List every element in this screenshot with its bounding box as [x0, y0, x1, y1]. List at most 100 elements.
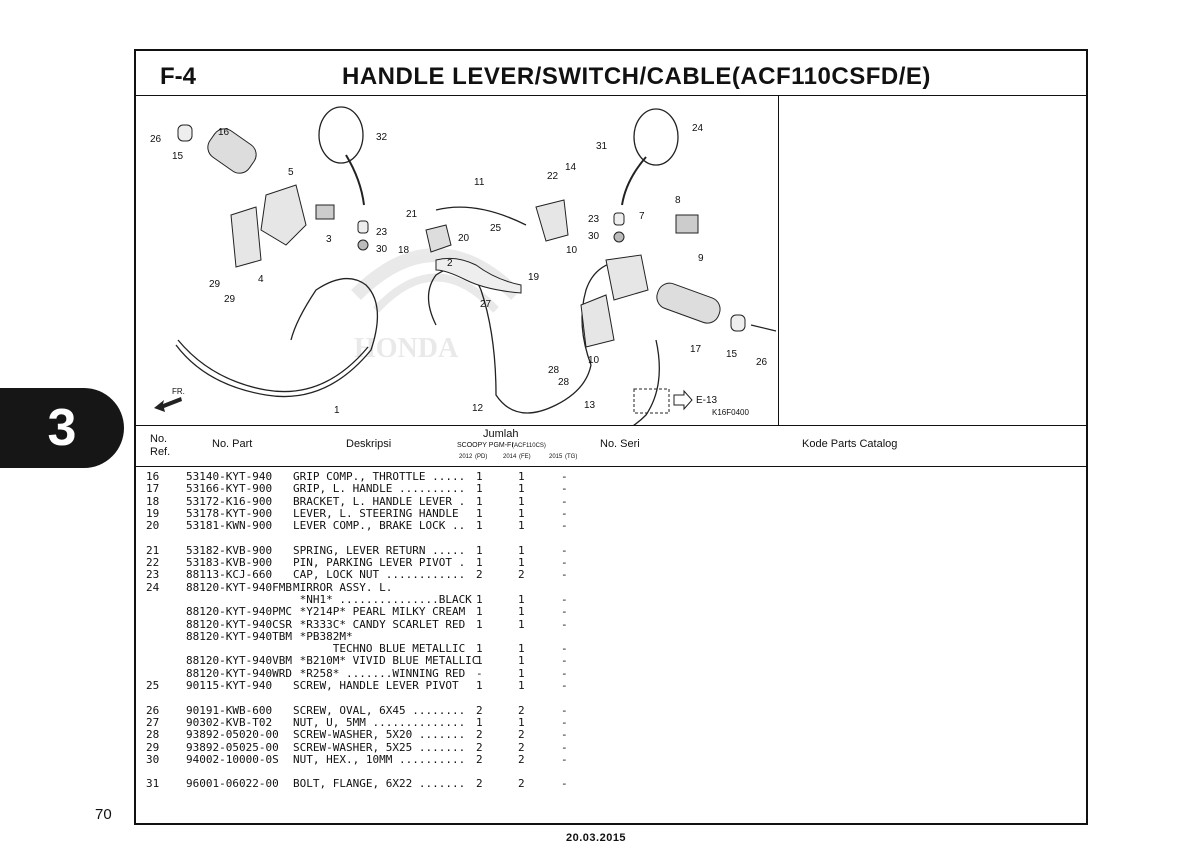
- callout: 8: [675, 195, 681, 206]
- cell-part: 88120-KYT-940PMC: [186, 605, 292, 619]
- callout: 12: [472, 403, 484, 414]
- callout: 15: [172, 151, 184, 162]
- catalog-frame: F-4 HANDLE LEVER/SWITCH/CABLE(ACF110CSFD…: [134, 49, 1088, 825]
- callout: 25: [490, 223, 502, 234]
- cell-q3: -: [561, 506, 568, 520]
- cell-q1: 1: [476, 556, 483, 570]
- callout: 28: [558, 377, 570, 388]
- col-year1-code: (PD): [475, 454, 488, 460]
- cell-q3: -: [561, 470, 568, 483]
- cell-q2: 1: [518, 715, 525, 729]
- cell-part: 93892-05025-00: [186, 740, 279, 754]
- cell-desc: BRACKET, L. HANDLE LEVER .: [293, 494, 466, 508]
- cell-part: 53183-KVB-900: [186, 556, 273, 570]
- callout: 14: [565, 162, 577, 173]
- callout: 17: [690, 344, 702, 355]
- callout-labels: 26 15 16 32 5 3 23 30 4 29 29 1 11 21 25…: [150, 123, 768, 416]
- cell-part: 93892-05020-00: [186, 728, 279, 742]
- cell-q3: -: [561, 728, 568, 742]
- callout: 9: [698, 253, 704, 264]
- callout: 22: [547, 171, 559, 182]
- cell-ref: 22: [146, 556, 160, 570]
- cell-q2: 2: [518, 752, 525, 766]
- cell-desc: *NH1* ...............BLACK: [293, 592, 472, 606]
- cell-desc: GRIP, L. HANDLE ..........: [293, 482, 466, 496]
- cell-q2: 1: [518, 506, 525, 520]
- cell-q1: -: [476, 666, 483, 680]
- col-jumlah: Jumlah: [483, 428, 519, 440]
- cell-desc: *R333C* CANDY SCARLET RED: [293, 617, 466, 631]
- callout: 30: [588, 231, 600, 242]
- cell-q3: -: [561, 494, 568, 508]
- col-year1: 2012: [459, 454, 473, 460]
- cell-part: 90115-KYT-940: [186, 679, 273, 693]
- callout: 10: [588, 355, 600, 366]
- callout: 16: [218, 127, 230, 138]
- cell-ref: 25: [146, 679, 160, 693]
- cell-desc: MIRROR ASSY. L.: [293, 580, 393, 594]
- cell-q2: 1: [518, 470, 525, 483]
- cell-q2: 1: [518, 642, 525, 656]
- cell-q2: 1: [518, 519, 525, 533]
- cell-desc: SCREW, OVAL, 6X45 ........: [293, 703, 466, 717]
- cell-q3: -: [561, 654, 568, 668]
- cell-part: 88120-KYT-940WRD: [186, 666, 292, 680]
- table-header: No. Ref. No. Part Deskripsi Jumlah SCOOP…: [136, 425, 1086, 467]
- callout: 5: [288, 167, 294, 178]
- callout: 19: [528, 272, 540, 283]
- cell-part: 53182-KVB-900: [186, 543, 273, 557]
- cell-part: 90191-KWB-600: [186, 703, 273, 717]
- cables: [175, 206, 660, 425]
- callout: 21: [406, 209, 418, 220]
- cell-q3: -: [561, 556, 568, 570]
- cell-q1: 2: [476, 752, 483, 766]
- cell-ref: 27: [146, 715, 160, 729]
- drawing-code: K16F0400: [712, 408, 749, 417]
- diagram-svg: HONDA: [150, 106, 777, 425]
- cell-q2: 1: [518, 482, 525, 496]
- cell-desc: *PB382M*: [293, 629, 353, 643]
- cell-ref: 28: [146, 728, 160, 742]
- cell-q1: 1: [476, 482, 483, 496]
- col-year3: 2015: [549, 454, 563, 460]
- cell-q1: 1: [476, 506, 483, 520]
- cell-part: 96001-06022-00: [186, 777, 279, 791]
- cell-q3: -: [561, 543, 568, 557]
- cell-desc: TECHNO BLUE METALLIC: [293, 642, 466, 656]
- cell-q1: 1: [476, 642, 483, 656]
- callout: 18: [398, 245, 410, 256]
- cell-q3: -: [561, 777, 568, 791]
- cell-q2: 2: [518, 777, 525, 791]
- cell-ref: 16: [146, 470, 160, 483]
- cell-part: 53140-KYT-940: [186, 470, 273, 483]
- cell-q3: -: [561, 592, 568, 606]
- cell-ref: 23: [146, 568, 160, 582]
- callout: 29: [209, 279, 221, 290]
- callout: 10: [566, 245, 578, 256]
- cell-desc: SPRING, LEVER RETURN .....: [293, 543, 466, 557]
- cell-ref: 29: [146, 740, 160, 754]
- callout: 3: [326, 234, 332, 245]
- callout: 2: [447, 258, 453, 269]
- col-no-ref-2: Ref.: [150, 446, 171, 458]
- cell-desc: LEVER COMP., BRAKE LOCK ..: [293, 519, 466, 533]
- callout: 31: [596, 141, 608, 152]
- cell-desc: BOLT, FLANGE, 6X22 .......: [293, 777, 466, 791]
- front-arrow: FR.: [154, 387, 185, 412]
- left-switch: [230, 184, 335, 268]
- print-date: 20.03.2015: [566, 832, 627, 844]
- cell-q2: 1: [518, 543, 525, 557]
- left-mirror: [318, 106, 369, 251]
- callout: 4: [258, 274, 264, 285]
- cell-q2: 1: [518, 494, 525, 508]
- cell-desc: NUT, U, 5MM ..............: [293, 715, 466, 729]
- cell-part: 94002-10000-0S: [186, 752, 279, 766]
- callout: 7: [639, 211, 645, 222]
- cell-part: 53178-KYT-900: [186, 506, 273, 520]
- cell-q1: 2: [476, 740, 483, 754]
- cell-q3: -: [561, 666, 568, 680]
- cell-q3: -: [561, 482, 568, 496]
- cell-q2: 1: [518, 556, 525, 570]
- cell-desc: *Y214P* PEARL MILKY CREAM: [293, 605, 466, 619]
- throttle-grip: [177, 124, 257, 174]
